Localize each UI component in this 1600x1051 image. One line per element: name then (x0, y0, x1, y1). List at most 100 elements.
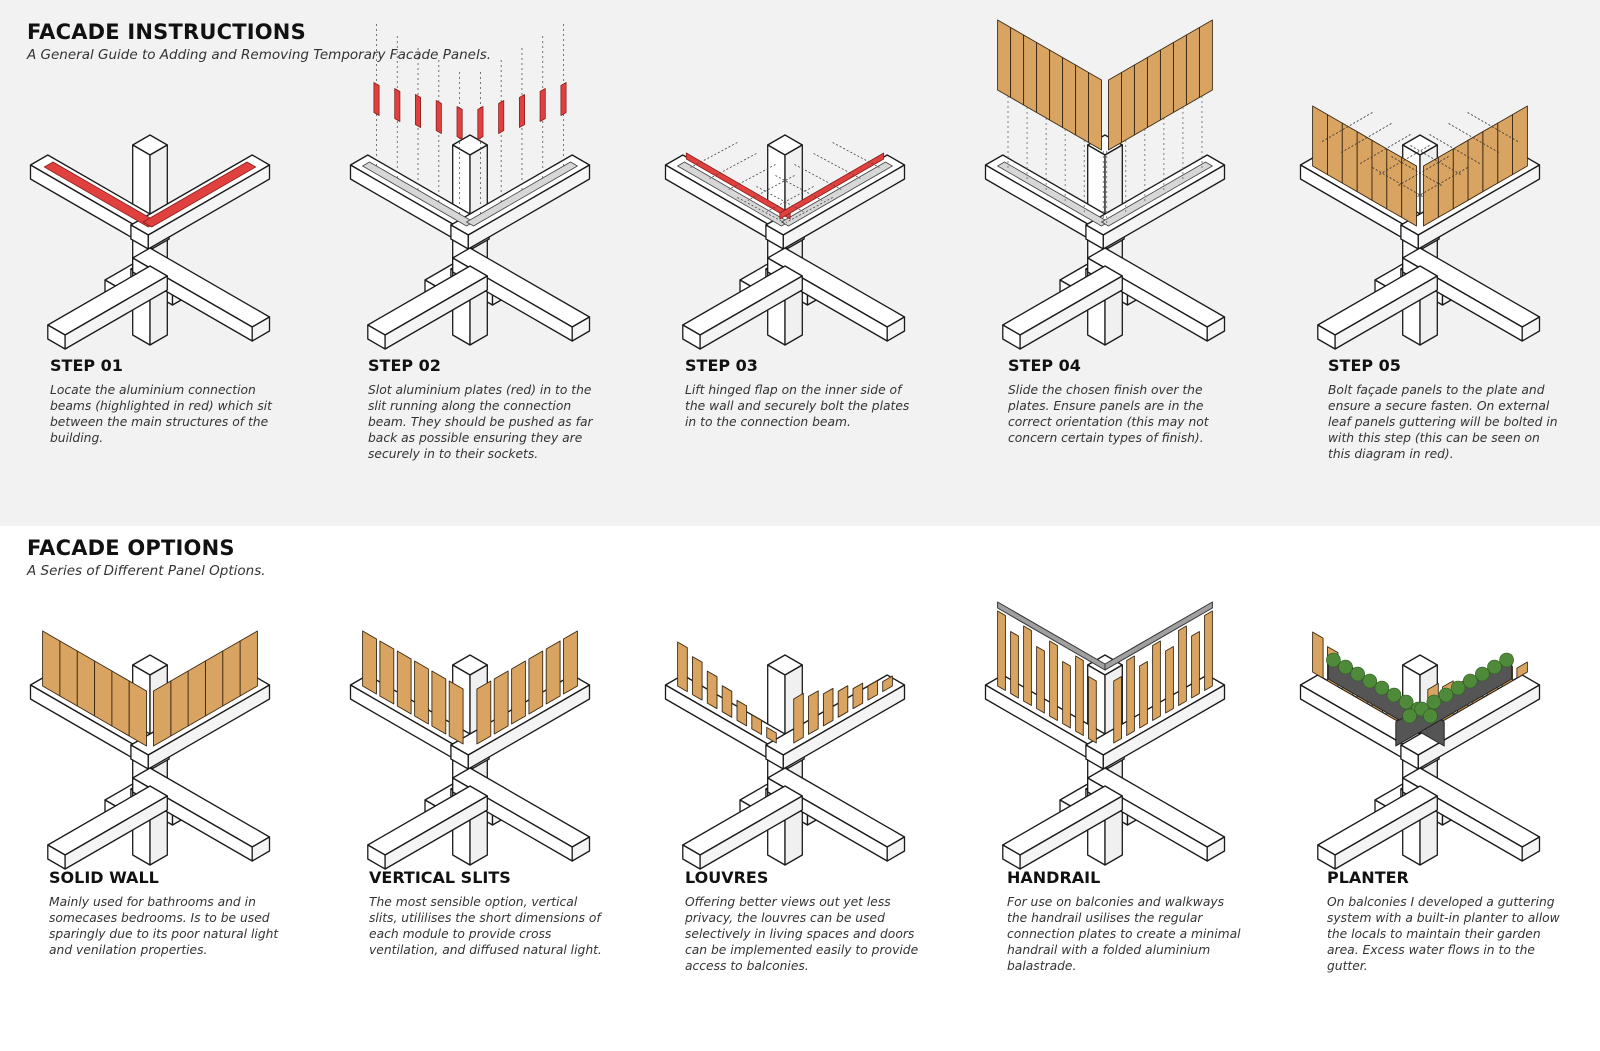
bolt-arrow-left-6 (785, 197, 833, 223)
connection-beam-right-front-right (1102, 684, 1226, 770)
solid-panel-left-5 (111, 670, 130, 737)
bolted-panel-left-7 (1401, 156, 1417, 227)
louvre-right-5 (822, 687, 834, 727)
slit-panel-right-1 (563, 630, 578, 695)
step-1-title: STEP 01 (50, 356, 123, 375)
step-4-title: STEP 04 (1008, 356, 1081, 375)
louvre-left-2 (692, 656, 703, 701)
step-4-text: Slide the chosen finish over the plates.… (1008, 383, 1209, 445)
baluster-right-4 (1165, 646, 1174, 714)
plate-left-4 (435, 100, 442, 134)
cross-beam-front-front-right (886, 836, 906, 862)
sliding-panel-left-6 (1062, 57, 1077, 136)
sliding-panel-right-3 (1172, 34, 1187, 113)
cross-beam-front-front-right (1206, 316, 1226, 342)
solid-panel-left-2 (59, 640, 78, 707)
plate-left-2 (394, 88, 401, 122)
bolt-arrow-left-1 (690, 142, 738, 168)
flap-right (779, 152, 885, 220)
plate-left-1 (373, 82, 380, 116)
louvre-right-1 (882, 675, 893, 693)
bolted-panel-right-6 (1437, 148, 1454, 218)
baluster-left-1 (997, 610, 1006, 691)
bolt-arrow-left-3 (728, 164, 776, 190)
connection-beam-right-front-right (147, 684, 271, 770)
sliding-panel-left-3 (1023, 34, 1038, 113)
connection-beam-right-front-right (147, 164, 271, 250)
option-panel-handrail: HANDRAIL For use on balconies and walkwa… (975, 601, 1265, 1010)
options-title: FACADE OPTIONS (27, 536, 235, 560)
louvre-left-5 (736, 699, 748, 727)
step-2-title: STEP 02 (368, 356, 441, 375)
foliage-right-6 (1438, 687, 1454, 703)
bolted-panel-left-3 (1341, 122, 1358, 193)
step-5-title: STEP 05 (1328, 356, 1401, 375)
cross-beam-side-front-right (64, 795, 168, 870)
cross-beam-front-front-right (1521, 316, 1541, 342)
baluster-right-6 (1139, 661, 1148, 729)
connection-beam-right-front-right (1102, 164, 1226, 250)
foliage-left-4 (1362, 673, 1378, 689)
connection-beam-right-front-right (782, 164, 906, 250)
bolted-panel-right-2 (1497, 114, 1513, 184)
vertical-slits-diagram (349, 630, 591, 870)
step-panel-1: STEP 01 Locate the aluminium connection … (20, 90, 310, 490)
step-2-diagram (349, 24, 591, 350)
baluster-right-8 (1113, 676, 1122, 744)
baluster-left-4 (1036, 646, 1045, 714)
louvre-right-3 (852, 682, 864, 710)
sliding-panel-right-6 (1133, 57, 1148, 136)
planter-slat-right-1 (1516, 661, 1528, 679)
option-panel-planter: PLANTER On balconies I developed a gutte… (1290, 610, 1580, 1010)
plate-right-3 (518, 94, 526, 128)
cross-beam-side-front-right (699, 275, 803, 350)
cross-beam-front-front-right (251, 316, 271, 342)
plate-left-3 (415, 94, 421, 128)
louvre-left-7 (766, 726, 777, 744)
slit-left (677, 161, 789, 227)
option-panel-louvres: LOUVRES Offering better views out yet le… (655, 610, 945, 1010)
step-3-diagram (664, 134, 906, 350)
sliding-panel-left-8 (1088, 72, 1102, 151)
slit-panel-left-6 (448, 680, 464, 745)
solid-panel-right-3 (204, 650, 224, 717)
louvres-title: LOUVRES (685, 868, 769, 887)
bolt-arrow-right-6 (737, 197, 785, 223)
sliding-panel-right-4 (1159, 42, 1174, 121)
bolt-arrow-right-5 (756, 186, 804, 212)
baluster-left-6 (1062, 661, 1071, 729)
connection-beam-right-front-right (1417, 164, 1541, 250)
slit-right (1101, 161, 1213, 227)
bolt-arrow-left-2 (709, 153, 757, 179)
louvre-right-4 (837, 685, 849, 718)
step-panel-3: STEP 03 Lift hinged flap on the inner si… (655, 90, 945, 490)
bolt-arrow-right-4 (775, 175, 823, 201)
cross-beam-side-front-right (64, 275, 168, 350)
solid-panel-left-6 (128, 680, 147, 747)
louvre-right-6 (808, 690, 819, 735)
louvres-diagram (664, 641, 906, 870)
bolted-panel-right-1 (1512, 105, 1528, 176)
planter-title: PLANTER (1327, 868, 1409, 887)
cross-beam-side-front-right (699, 795, 803, 870)
plate-right-2 (539, 88, 546, 122)
foliage-right-7 (1426, 694, 1442, 710)
step-1-text: Locate the aluminium connection beams (h… (50, 383, 272, 445)
cross-beam-front-front-right (571, 836, 591, 862)
handrail-right (1104, 601, 1213, 671)
highlight-beam-right (142, 161, 257, 228)
bolted-panel-right-7 (1423, 156, 1439, 227)
louvre-left-3 (706, 670, 718, 710)
sliding-panel-right-5 (1146, 49, 1161, 128)
slit-panel-right-4 (511, 660, 526, 725)
cross-beam-front-front-right (886, 316, 906, 342)
handrail-diagram (984, 601, 1226, 870)
foliage-right-4 (1462, 673, 1478, 689)
baluster-left-8 (1088, 676, 1097, 744)
bolted-panel-left-6 (1386, 148, 1403, 218)
sliding-panel-left-1 (997, 19, 1012, 98)
bolt-line-right-3 (1429, 134, 1482, 165)
cross-beam-side-front-right (1019, 795, 1123, 870)
planter-diagram (1299, 631, 1541, 870)
slit-panel-right-5 (493, 670, 509, 735)
